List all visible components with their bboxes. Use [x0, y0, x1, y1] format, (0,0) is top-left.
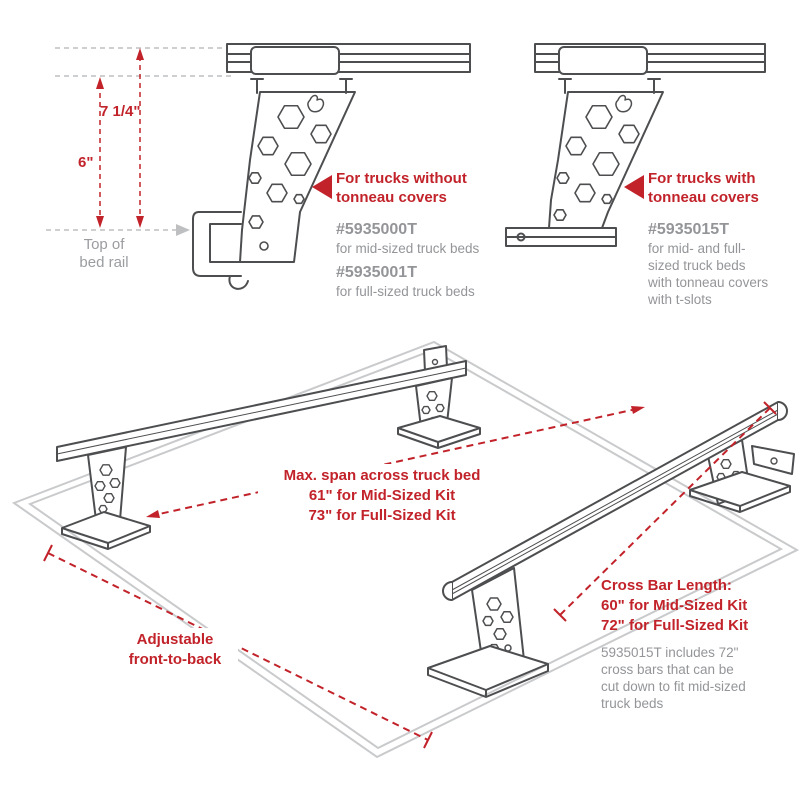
flame-logo-cutout: [307, 94, 325, 113]
part-number-5935015t: #5935015T: [648, 221, 729, 238]
tonneau-heading-line1: For trucks with: [648, 170, 756, 187]
part-desc-5935001t: for full-sized truck beds: [336, 284, 475, 299]
height-dimension-arrows: [96, 48, 144, 228]
hexagon-cutouts: [248, 104, 332, 251]
crossbar-heading-line3: 72" for Full-Sized Kit: [601, 617, 749, 634]
tonneau-desc-line4: with t-slots: [648, 292, 712, 307]
no-tonneau-info: For trucks without tonneau covers #59350…: [336, 169, 479, 300]
height-dimension-guides: [55, 47, 233, 77]
tonneau-info: For trucks with tonneau covers #5935015T…: [648, 169, 768, 308]
crossbar-note-line2: cross bars that can be: [601, 662, 734, 677]
adjustability-arrow: [43, 544, 433, 749]
bed-rail-reference-label: Top of bed rail: [58, 236, 150, 272]
bed-rail-reference-line2: bed rail: [79, 254, 129, 271]
part-desc-5935000t: for mid-sized truck beds: [336, 241, 480, 256]
crossbar-length-annotation: Cross Bar Length: 60" for Mid-Sized Kit …: [601, 576, 796, 712]
adjustability-line2: front-to-back: [128, 651, 222, 668]
bracket-no-tonneau-illustration: [192, 43, 471, 290]
span-line2: 61" for Mid-Sized Kit: [308, 487, 456, 504]
crossbar-heading-line2: 60" for Mid-Sized Kit: [601, 597, 748, 614]
span-line1: Max. span across truck bed: [283, 467, 481, 484]
bed-rail-reference-line1: Top of: [83, 236, 125, 253]
no-tonneau-heading-line1: For trucks without: [336, 170, 467, 187]
tonneau-heading-line2: tonneau covers: [648, 189, 759, 206]
front-cross-bar-illustration: [56, 345, 481, 550]
pointer-arrow-tonneau: [624, 175, 644, 199]
part-number-5935000t: #5935000T: [336, 221, 417, 238]
tonneau-desc-line3: with tonneau covers: [648, 275, 769, 290]
tonneau-desc-line2: sized truck beds: [648, 258, 746, 273]
bed-rail-reference-arrow: [46, 224, 190, 236]
crossbar-note-line1: 5935015T includes 72": [601, 645, 739, 660]
adjustability-line1: Adjustable: [136, 631, 214, 648]
inner-height-dimension-label: 6": [78, 154, 94, 171]
crossbar-length-arrow: [553, 401, 777, 622]
mounting-bolts: [250, 78, 353, 94]
rear-cross-bar-illustration: [427, 401, 795, 698]
crossbar-heading-line1: Cross Bar Length:: [601, 577, 732, 594]
adjustability-annotation: Adjustable front-to-back: [112, 628, 238, 672]
tonneau-desc-line1: for mid- and full-: [648, 241, 746, 256]
span-line3: 73" for Full-Sized Kit: [308, 507, 456, 524]
no-tonneau-heading-line2: tonneau covers: [336, 189, 447, 206]
crossbar-note-line4: truck beds: [601, 696, 664, 711]
span-annotation: Max. span across truck bed 61" for Mid-S…: [258, 464, 506, 528]
bracket-height-dimension-label: 7 1/4": [100, 103, 141, 120]
span-dimension-arrow: [146, 406, 645, 518]
part-number-5935001t: #5935001T: [336, 264, 417, 281]
crossbar-note-line3: cut down to fit mid-sized: [601, 679, 746, 694]
flame-logo-cutout: [615, 94, 633, 113]
bracket-tonneau-illustration: [505, 43, 766, 247]
pointer-arrow-no-tonneau: [312, 175, 332, 199]
hexagon-cutouts: [553, 104, 640, 221]
mounting-bolts: [558, 78, 661, 94]
